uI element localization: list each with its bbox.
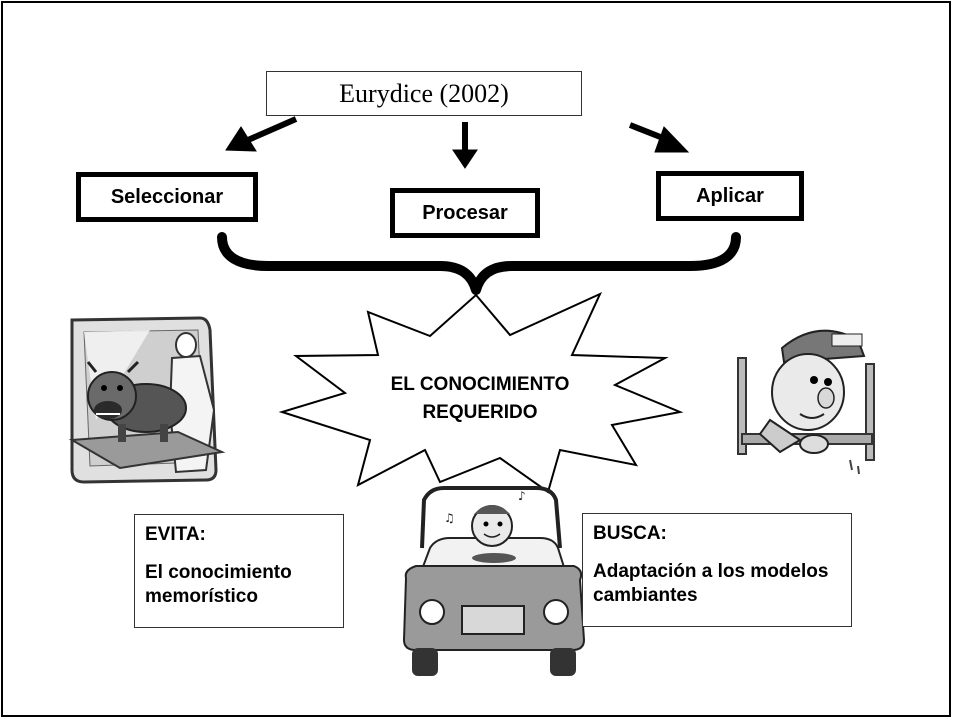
action-apply: Aplicar — [656, 171, 804, 221]
action-select: Seleccionar — [76, 172, 258, 222]
central-concept-line1: EL CONOCIMIENTO — [390, 374, 570, 395]
burst-shape — [278, 291, 684, 494]
action-process: Procesar — [390, 188, 540, 238]
seek-box: BUSCA: Adaptación a los modelos cambiant… — [582, 513, 852, 627]
central-concept: EL CONOCIMIENTO REQUERIDO — [330, 371, 630, 427]
seek-text: Adaptación a los modelos cambiantes — [593, 561, 829, 606]
arrow-left — [225, 116, 298, 152]
arrow-right — [628, 122, 690, 153]
seek-heading: BUSCA: — [593, 523, 667, 544]
avoid-text: El conocimiento memorístico — [145, 562, 292, 607]
arrow-down — [452, 122, 478, 169]
svg-text:♪: ♪ — [518, 489, 526, 503]
avoid-heading: EVITA: — [145, 524, 206, 545]
central-concept-line2: REQUERIDO — [422, 402, 538, 423]
dog-vet-illustration — [68, 316, 226, 484]
plumber-illustration — [737, 329, 875, 475]
avoid-box: EVITA: El conocimiento memorístico — [134, 514, 344, 628]
svg-text:♫: ♫ — [444, 511, 455, 525]
curly-brace — [217, 232, 741, 295]
driver-car-illustration: ♫ ♪ — [402, 486, 586, 676]
source-title: Eurydice (2002) — [266, 71, 582, 116]
